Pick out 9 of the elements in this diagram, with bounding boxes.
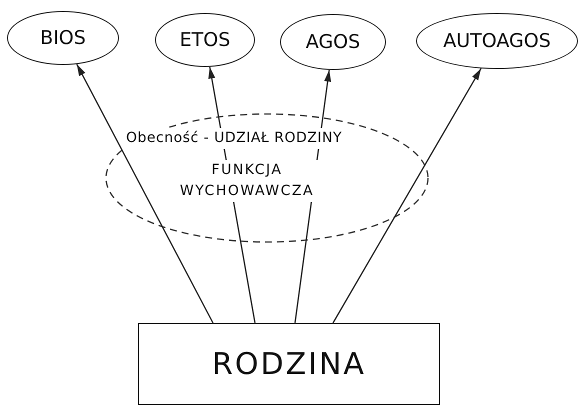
process-box <box>138 323 440 405</box>
node-label: BIOS <box>40 27 86 49</box>
arrow <box>332 68 482 324</box>
node-label: AGOS <box>306 31 360 53</box>
node-label: RODZINA <box>212 346 366 382</box>
node-label: ETOS <box>180 29 230 51</box>
arrow <box>76 64 214 324</box>
caption-text: Obecność - UDZIAŁ RODZINY <box>124 128 344 149</box>
node-label: AUTOAGOS <box>443 30 551 52</box>
